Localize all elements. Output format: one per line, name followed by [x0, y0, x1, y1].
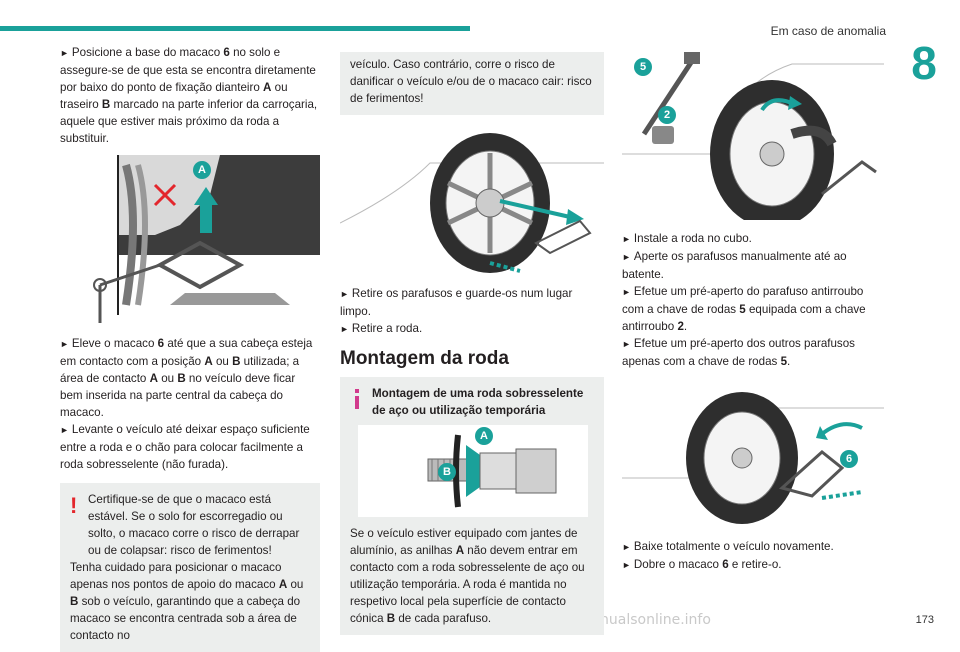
bullet-icon: ►	[622, 234, 631, 244]
info-title: Montagem de uma roda sobresselente de aç…	[372, 387, 584, 417]
callout-a: A	[475, 427, 493, 445]
bullet-icon: ►	[622, 252, 631, 262]
step-fold-jack: ►Dobre o macaco 6 e retire-o.	[622, 558, 782, 571]
bullet-icon: ►	[622, 339, 631, 349]
step-position-jack: ►Posicione a base do macaco 6 no solo e …	[60, 46, 318, 145]
bullet-icon: ►	[60, 339, 69, 349]
warning-text-stability: Certifique-se de que o macaco está estáv…	[88, 493, 300, 557]
lower-vehicle-illustration: 6	[622, 378, 884, 528]
callout-a: A	[193, 161, 211, 179]
bullet-icon: ►	[340, 289, 349, 299]
info-box: Montagem de uma roda sobresselente de aç…	[340, 377, 604, 635]
info-icon	[355, 389, 359, 409]
section-title: Em caso de anomalia	[770, 24, 886, 38]
callout-2: 2	[658, 106, 676, 124]
warning-text-position: Tenha cuidado para posicionar o macaco a…	[70, 561, 304, 642]
section-heading: Montagem da roda	[340, 348, 509, 369]
wheel-removal-illustration	[339, 123, 604, 273]
warning-text-continued: veículo. Caso contrário, corre o risco d…	[350, 58, 592, 105]
bullet-icon: ►	[622, 287, 631, 297]
warning-box: ! Certifique-se de que o macaco está est…	[60, 483, 320, 652]
chapter-number: 8	[911, 37, 937, 89]
column-1: ►Posicione a base do macaco 6 no solo e …	[60, 44, 320, 652]
callout-5: 5	[634, 58, 652, 76]
header-accent-bar	[0, 26, 470, 31]
wheel-install-illustration: 5 2	[622, 44, 884, 228]
step-lower-vehicle: ►Baixe totalmente o veículo novamente.	[622, 540, 834, 553]
bullet-icon: ►	[60, 48, 69, 58]
warning-box-continued: veículo. Caso contrário, corre o risco d…	[340, 52, 604, 115]
step-install-wheel: ►Instale a roda no cubo.	[622, 232, 752, 245]
column-2: veículo. Caso contrário, corre o risco d…	[339, 52, 604, 635]
warning-icon: !	[70, 493, 78, 518]
step-pretighten-antitheft: ►Efetue um pré-aperto do parafuso antirr…	[622, 285, 866, 333]
bolt-illustration: A B	[358, 425, 588, 517]
step-remove-wheel: ►Retire a roda.	[340, 322, 423, 335]
column-3: 5 2 ►Instale a roda no cubo. ►Aperte os …	[622, 44, 884, 574]
bullet-icon: ►	[340, 324, 349, 334]
step-pretighten-others: ►Efetue um pré-aperto dos outros parafus…	[622, 337, 855, 368]
step-raise-jack: ►Eleve o macaco 6 até que a sua cabeça e…	[60, 337, 313, 419]
step-remove-bolts: ►Retire os parafusos e guarde-os num lug…	[340, 287, 573, 318]
bullet-icon: ►	[60, 425, 69, 435]
bullet-icon: ►	[622, 542, 631, 552]
callout-6: 6	[840, 450, 858, 468]
jack-illustration: A	[60, 155, 320, 325]
info-text: Se o veículo estiver equipado com jantes…	[350, 527, 585, 625]
step-tighten-hand: ►Aperte os parafusos manualmente até ao …	[622, 250, 847, 281]
callout-b: B	[438, 463, 456, 481]
step-lift-vehicle: ►Levante o veículo até deixar espaço suf…	[60, 423, 310, 471]
bullet-icon: ►	[622, 560, 631, 570]
page-number: 173	[915, 614, 934, 626]
